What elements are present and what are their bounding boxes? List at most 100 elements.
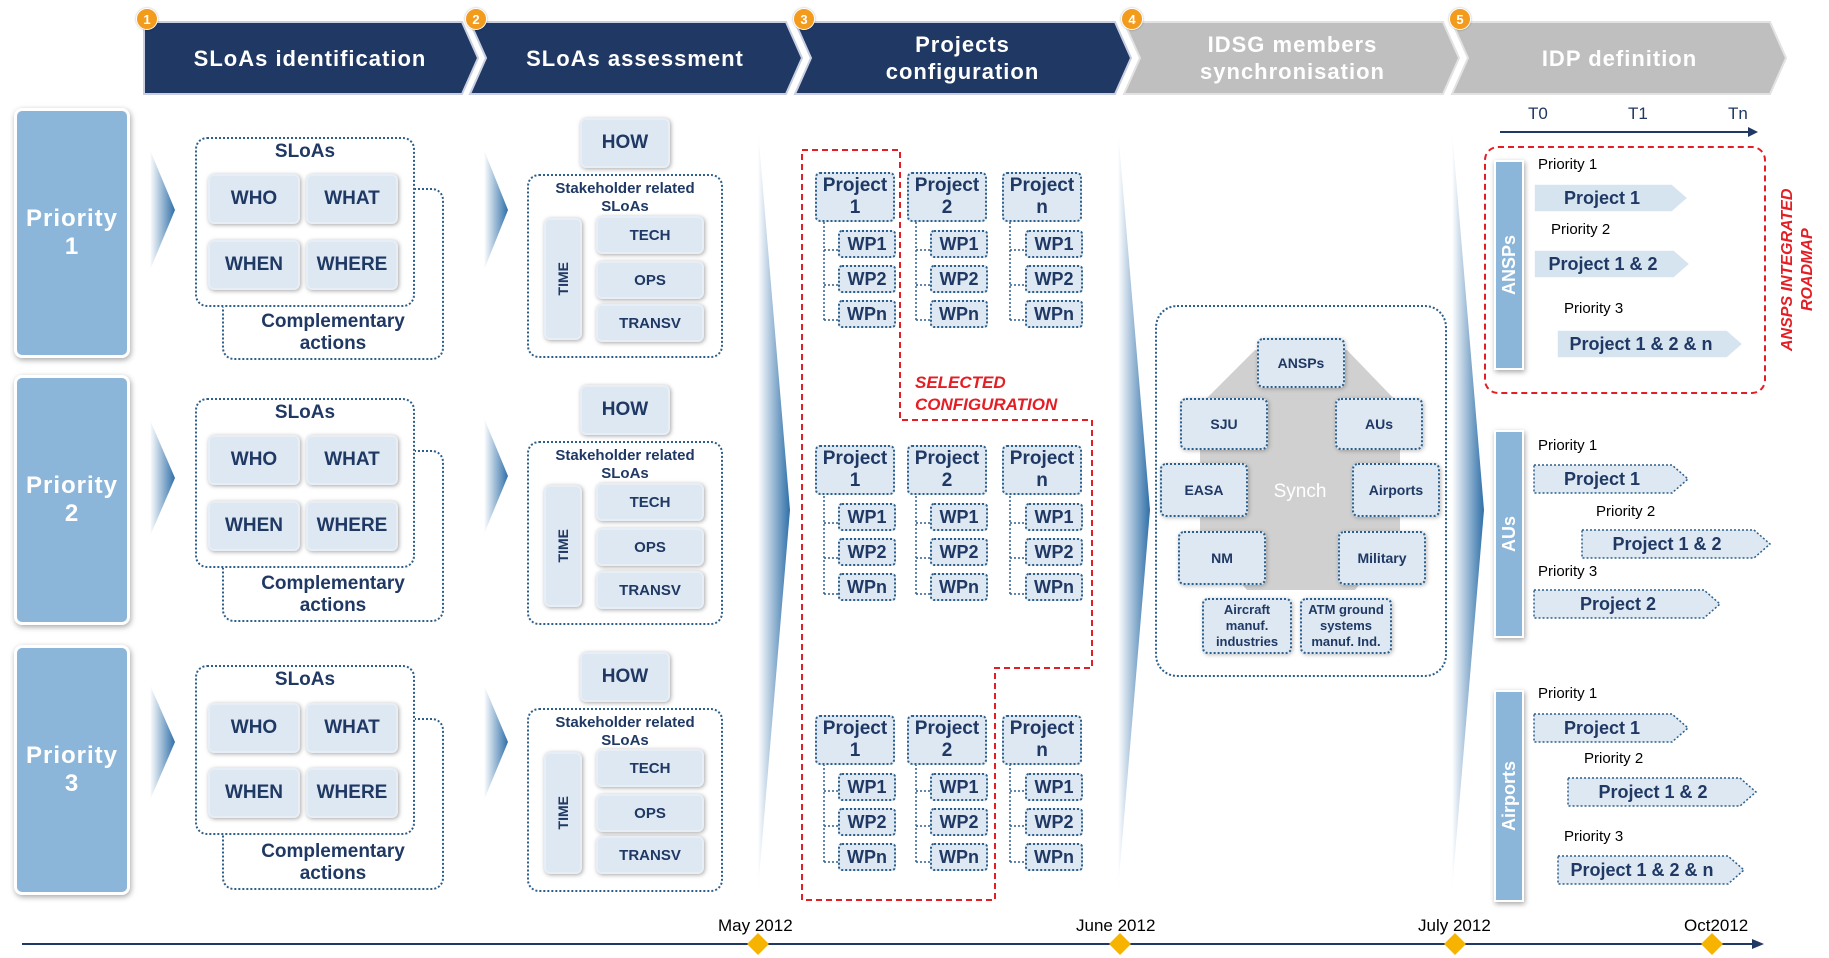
project-arrow-ansps-3 bbox=[1556, 329, 1745, 359]
wp-box-r3-c1-2: WP2 bbox=[838, 808, 896, 836]
how-box-3: HOW bbox=[580, 652, 670, 702]
group-label-ansps: ANSPs bbox=[1498, 234, 1519, 296]
project-arrow-airports-1 bbox=[1533, 713, 1690, 743]
when-box-1: WHEN bbox=[208, 240, 300, 290]
member-ansps: ANSPs bbox=[1257, 338, 1345, 388]
priority-3-box: Priority 3 bbox=[14, 645, 130, 895]
priority-label-aus-2: Priority 2 bbox=[1596, 503, 1656, 520]
wp-box-r3-c1-3: WPn bbox=[838, 843, 896, 871]
wp-box-r2-c2-1: WP1 bbox=[930, 503, 988, 531]
phase-2-badge: 2 bbox=[465, 8, 487, 30]
tick-t1: T1 bbox=[1628, 104, 1648, 123]
priority-label-aus-1: Priority 1 bbox=[1538, 437, 1598, 454]
group-bar-ansps: ANSPs bbox=[1494, 160, 1524, 370]
milestone-june bbox=[1109, 933, 1131, 955]
group-label-airports: Airports bbox=[1498, 760, 1519, 831]
tech-box-1: TECH bbox=[596, 216, 704, 254]
priority-2-box: Priority 2 bbox=[14, 375, 130, 625]
who-box-1: WHO bbox=[208, 174, 300, 224]
sync-center-label: Synch bbox=[1273, 481, 1327, 502]
date-may-2012: May 2012 bbox=[718, 916, 793, 935]
phase-5-label: IDP definition bbox=[1541, 45, 1698, 71]
complementary-label-1: Complementary actions bbox=[261, 311, 405, 354]
project-arrow-airports-3 bbox=[1557, 855, 1746, 885]
selected-configuration-label: SELECTED CONFIGURATION bbox=[915, 373, 1058, 414]
sloas-title-2: SLoAs bbox=[274, 402, 336, 423]
ops-box-1: OPS bbox=[596, 261, 704, 299]
tick-t0: T0 bbox=[1528, 104, 1548, 123]
wp-box-r1-c1-3: WPn bbox=[838, 300, 896, 328]
priority-1-box: Priority 1 bbox=[14, 108, 130, 358]
phase-2-label: SLoAs assessment bbox=[526, 45, 744, 71]
wp-box-r2-c3-3: WPn bbox=[1025, 573, 1083, 601]
project-arrow-label-airports-1: Project 1 bbox=[1563, 717, 1641, 738]
when-box-2: WHEN bbox=[208, 501, 300, 551]
member-easa: EASA bbox=[1160, 463, 1248, 517]
where-box-1: WHERE bbox=[306, 240, 398, 290]
project-box-r1-c2: Project 2 bbox=[907, 172, 987, 222]
wp-box-r2-c2-2: WP2 bbox=[930, 538, 988, 566]
project-arrow-aus-2 bbox=[1581, 529, 1772, 559]
project-box-r3-c3: Project n bbox=[1002, 715, 1082, 765]
time-bar-2: TIME bbox=[544, 485, 582, 607]
who-box-3: WHO bbox=[208, 703, 300, 753]
project-arrow-ansps-2 bbox=[1533, 249, 1692, 279]
what-box-3: WHAT bbox=[306, 703, 398, 753]
phase-5-chevron bbox=[1450, 21, 1788, 95]
wp-box-r3-c2-2: WP2 bbox=[930, 808, 988, 836]
group-label-aus: AUs bbox=[1498, 515, 1519, 552]
stakeholder-label-3: Stakeholder related SLoAs bbox=[555, 714, 695, 749]
wp-box-r1-c3-3: WPn bbox=[1025, 300, 1083, 328]
phase-2-chevron bbox=[468, 21, 804, 95]
complementary-label-3: Complementary actions bbox=[261, 841, 405, 884]
priority-label-aus-3: Priority 3 bbox=[1538, 563, 1598, 580]
ops-box-2: OPS bbox=[596, 528, 704, 566]
member-nm: NM bbox=[1178, 531, 1266, 585]
project-arrow-label-aus-2: Project 1 & 2 bbox=[1612, 533, 1722, 554]
priority-label-airports-3: Priority 3 bbox=[1564, 828, 1624, 845]
bottom-timeline bbox=[22, 933, 1764, 955]
group-bar-aus: AUs bbox=[1494, 430, 1524, 638]
transv-box-1: TRANSV bbox=[596, 304, 704, 342]
project-arrow-label-airports-3: Project 1 & 2 & n bbox=[1570, 859, 1714, 880]
project-box-r3-c1: Project 1 bbox=[815, 715, 895, 765]
time-bar-3: TIME bbox=[544, 752, 582, 874]
priority-label-ansps-2: Priority 2 bbox=[1551, 221, 1611, 238]
wp-box-r1-c2-3: WPn bbox=[930, 300, 988, 328]
big-arrow-3 bbox=[758, 130, 790, 890]
wp-box-r1-c3-2: WP2 bbox=[1025, 265, 1083, 293]
what-box-2: WHAT bbox=[306, 435, 398, 485]
phase-5-badge: 5 bbox=[1449, 8, 1471, 30]
project-arrow-label-aus-1: Project 1 bbox=[1563, 468, 1641, 489]
tick-tn: Tn bbox=[1728, 104, 1748, 123]
sloas-title-1: SLoAs bbox=[274, 141, 336, 162]
wp-box-r1-c3-1: WP1 bbox=[1025, 230, 1083, 258]
wp-box-r1-c1-1: WP1 bbox=[838, 230, 896, 258]
project-box-r1-c1: Project 1 bbox=[815, 172, 895, 222]
milestone-may bbox=[747, 933, 769, 955]
wp-box-r2-c2-3: WPn bbox=[930, 573, 988, 601]
wp-box-r2-c1-2: WP2 bbox=[838, 538, 896, 566]
idp-timeline-arrow bbox=[1500, 127, 1758, 137]
member-aus: AUs bbox=[1335, 398, 1423, 450]
milestone-oct bbox=[1701, 933, 1723, 955]
phase-chevrons bbox=[143, 21, 1788, 95]
where-box-2: WHERE bbox=[306, 501, 398, 551]
wp-box-r1-c1-2: WP2 bbox=[838, 265, 896, 293]
member-aircraft-manufacturers: Aircraft manuf. industries bbox=[1202, 598, 1292, 654]
stakeholder-label-1: Stakeholder related SLoAs bbox=[555, 180, 695, 215]
priority-label-airports-1: Priority 1 bbox=[1538, 685, 1598, 702]
member-airports: Airports bbox=[1352, 463, 1440, 517]
tech-box-2: TECH bbox=[596, 483, 704, 521]
what-box-1: WHAT bbox=[306, 174, 398, 224]
wp-box-r3-c2-3: WPn bbox=[930, 843, 988, 871]
phase-4-badge: 4 bbox=[1121, 8, 1143, 30]
project-arrow-aus-3 bbox=[1533, 589, 1722, 619]
milestone-july bbox=[1444, 933, 1466, 955]
member-sju: SJU bbox=[1180, 398, 1268, 450]
phase-1-chevron bbox=[143, 21, 480, 95]
project-arrow-label-ansps-3: Project 1 & 2 & n bbox=[1569, 333, 1713, 354]
project-box-r2-c3: Project n bbox=[1002, 445, 1082, 495]
wp-box-r3-c3-2: WP2 bbox=[1025, 808, 1083, 836]
